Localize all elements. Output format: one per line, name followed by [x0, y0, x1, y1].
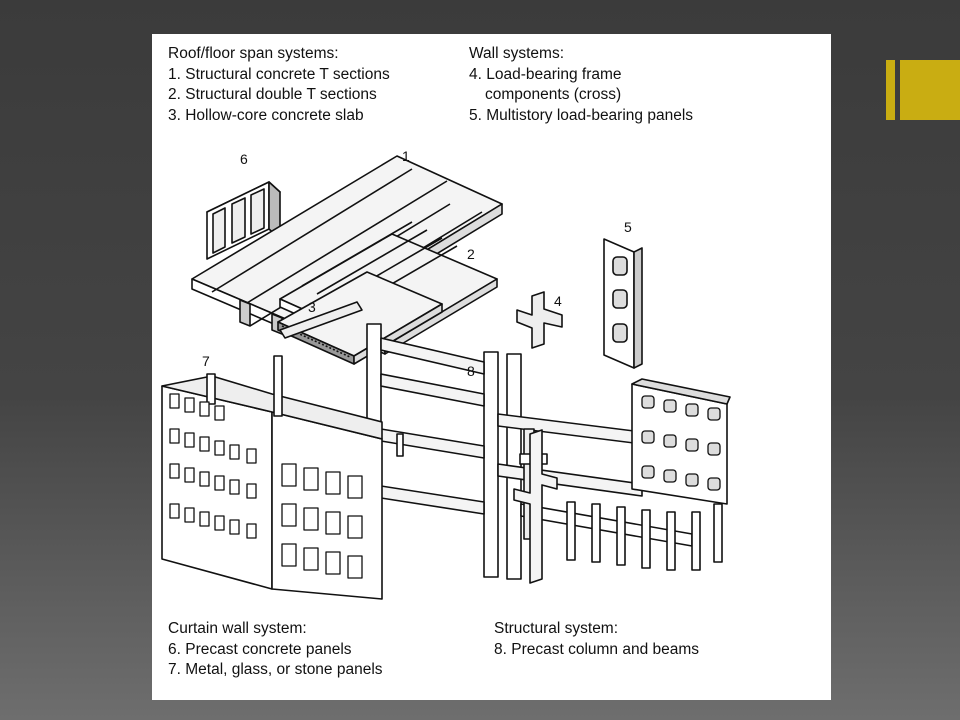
- wall-caption: Wall systems: 4. Load-bearing frame comp…: [469, 44, 693, 126]
- caption-item: components (cross): [485, 86, 622, 103]
- caption-item: 2. Structural double T sections: [168, 86, 377, 103]
- caption-item: 4. Load-bearing frame: [469, 65, 622, 83]
- callout-1: 1: [402, 148, 410, 164]
- callout-7: 7: [202, 353, 210, 369]
- precast-systems-illustration: 1 2 3 4 5 6 7 8: [161, 148, 731, 600]
- callout-8: 8: [467, 363, 475, 379]
- caption-heading: Structural system:: [494, 620, 619, 637]
- roof-floor-caption: Roof/floor span systems: 1. Structural c…: [168, 44, 390, 126]
- caption-heading: Roof/floor span systems:: [168, 45, 339, 62]
- callout-2: 2: [467, 246, 475, 262]
- structural-caption: Structural system: 8. Precast column and…: [494, 619, 699, 660]
- accent-bar-thin: [886, 60, 895, 120]
- load-bearing-panel-illustration: [603, 238, 643, 369]
- caption-item: 1. Structural concrete T sections: [168, 65, 390, 83]
- curtain-caption: Curtain wall system: 6. Precast concrete…: [168, 619, 383, 681]
- precast-panel-illustration: [206, 181, 281, 260]
- curtain-wall-building-illustration: [161, 355, 383, 600]
- caption-heading: Curtain wall system:: [168, 620, 307, 637]
- caption-item: 3. Hollow-core concrete slab: [168, 106, 364, 124]
- caption-heading: Wall systems:: [469, 45, 565, 62]
- diagram-panel: Roof/floor span systems: 1. Structural c…: [152, 34, 831, 700]
- cross-frame-illustration: [516, 291, 563, 349]
- caption-item: 5. Multistory load-bearing panels: [469, 106, 694, 124]
- caption-item: 8. Precast column and beams: [494, 640, 700, 658]
- caption-item: 7. Metal, glass, or stone panels: [168, 661, 383, 678]
- callout-6: 6: [240, 151, 248, 167]
- callout-5: 5: [624, 219, 632, 235]
- accent-bar-wide: [900, 60, 960, 120]
- callout-4: 4: [554, 293, 562, 309]
- callout-3: 3: [308, 299, 316, 315]
- load-bearing-building-illustration: [566, 378, 731, 571]
- caption-item: 6. Precast concrete panels: [168, 640, 352, 658]
